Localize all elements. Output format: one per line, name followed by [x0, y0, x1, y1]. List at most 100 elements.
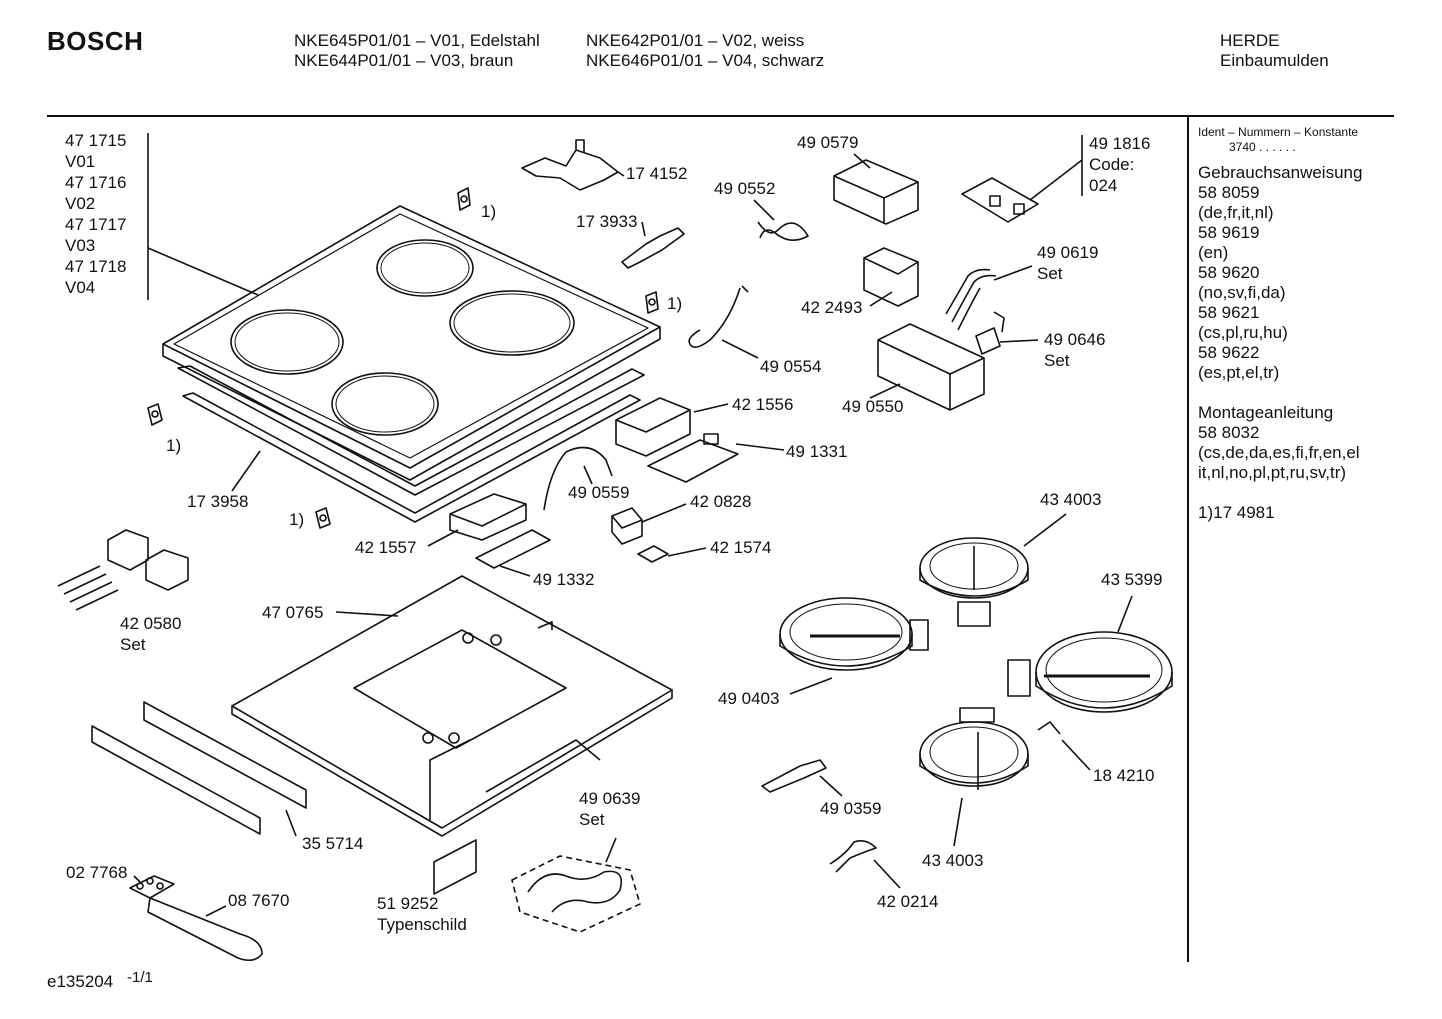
part-housing-490550	[877, 323, 985, 411]
part-heater-490639	[511, 855, 641, 933]
part-heater-490403	[779, 597, 929, 671]
model-line-1a: NKE645P01/01 – V01, Edelstahl	[294, 31, 540, 50]
label-490619: 49 0619	[1037, 243, 1099, 262]
leader-027768	[133, 875, 141, 883]
model-line-2a: NKE642P01/01 – V02, weiss	[586, 31, 805, 50]
label-434003-bottom: 43 4003	[922, 851, 984, 870]
leader-490646	[999, 339, 1039, 343]
label-490403: 49 0403	[718, 689, 780, 708]
sidebar-line: 58 8032	[1198, 423, 1260, 442]
seal-gasket	[177, 365, 645, 523]
leader-490552	[753, 199, 775, 221]
brand-logo: BOSCH	[47, 26, 144, 56]
label-519252-typenschild: Typenschild	[377, 915, 467, 934]
part-heater-435399	[1007, 631, 1173, 713]
part-sensor-173933	[621, 221, 685, 269]
label-490359: 49 0359	[820, 799, 882, 818]
leader-491332	[499, 565, 531, 577]
label-174152: 17 4152	[626, 164, 688, 183]
leader-470765	[335, 611, 399, 617]
part-plugset-420580	[57, 529, 189, 611]
sidebar-line: 58 9621	[1198, 303, 1260, 322]
part-board-491332	[475, 529, 551, 569]
part-base-tray-470765	[231, 575, 673, 837]
leader-422493	[869, 291, 893, 307]
variant-line: V04	[65, 278, 96, 297]
label-490646-set: Set	[1044, 351, 1070, 370]
part-board-491816	[961, 177, 1039, 223]
leader-421574	[667, 547, 707, 557]
label-420580: 42 0580	[120, 614, 182, 633]
part-typeplate-519252	[433, 839, 477, 895]
clip-3	[147, 403, 163, 426]
leader-420828	[641, 503, 687, 523]
leader-087670	[205, 905, 227, 917]
part-cable-490552	[757, 221, 809, 241]
part-board-491331	[647, 433, 739, 483]
variant-line: V03	[65, 236, 96, 255]
sidebar-line: (en)	[1198, 243, 1229, 262]
variant-line: V01	[65, 152, 96, 171]
ident-value: 3740 . . . . . .	[1229, 140, 1296, 154]
leader-434003-top	[1023, 513, 1067, 547]
clip-2	[645, 291, 659, 314]
part-spring-420214	[829, 840, 877, 873]
label-422493: 42 2493	[801, 298, 863, 317]
category-subtitle: Einbaumulden	[1220, 51, 1329, 70]
label-173958: 17 3958	[187, 492, 249, 511]
part-bracket-174152	[521, 139, 625, 191]
sidebar-line: (cs,de,da,es,fi,fr,en,el	[1198, 443, 1360, 462]
footnote-marker-3: 1)	[166, 436, 182, 455]
code-line: Code:	[1089, 155, 1135, 174]
part-switch-420828	[611, 507, 643, 545]
document-id: e135204	[47, 972, 114, 991]
part-module-421556	[615, 397, 691, 457]
variant-line: V02	[65, 194, 96, 213]
clip-1	[457, 187, 471, 211]
sidebar-line: 58 8059	[1198, 183, 1260, 202]
label-420214: 42 0214	[877, 892, 939, 911]
leader-434003-bottom	[953, 797, 963, 847]
label-470765: 47 0765	[262, 603, 324, 622]
footnote-marker-2: 1)	[667, 294, 683, 313]
model-line-1b: NKE644P01/01 – V03, braun	[294, 51, 514, 70]
leader-491331	[735, 443, 785, 451]
sidebar-line: 58 9619	[1198, 223, 1260, 242]
label-490646: 49 0646	[1044, 330, 1106, 349]
part-sensor-490359	[761, 759, 827, 793]
label-421556: 42 1556	[732, 395, 794, 414]
sidebar-line: 58 9622	[1198, 343, 1260, 362]
label-173933: 17 3933	[576, 212, 638, 231]
part-cable-490559	[543, 446, 613, 511]
variant-line: 47 1716	[65, 173, 127, 192]
code-line: 024	[1089, 176, 1118, 195]
label-491332: 49 1332	[533, 570, 595, 589]
leader-490550	[869, 383, 901, 399]
part-box-490579	[833, 159, 919, 225]
part-tool-027768	[129, 875, 263, 962]
leader-184210	[1061, 739, 1091, 771]
leader-421556	[693, 403, 729, 413]
label-490550: 49 0550	[842, 397, 904, 416]
leader-355714	[285, 809, 297, 837]
label-027768: 02 7768	[66, 863, 128, 882]
label-490619-set: Set	[1037, 264, 1063, 283]
label-491331: 49 1331	[786, 442, 848, 461]
part-rail-355714	[91, 701, 307, 835]
leader-490639	[605, 837, 617, 863]
label-087670: 08 7670	[228, 891, 290, 910]
header-divider	[47, 115, 1394, 117]
part-terminal-422493	[863, 247, 919, 307]
label-184210: 18 4210	[1093, 766, 1155, 785]
label-490639-set: Set	[579, 810, 605, 829]
page-indicator: -1/1	[127, 969, 153, 986]
label-490554: 49 0554	[760, 357, 822, 376]
footnote-marker-1: 1)	[481, 202, 497, 221]
sidebar-line: Gebrauchsanweisung	[1198, 163, 1363, 182]
leader-491816	[1029, 159, 1083, 201]
leader-490554	[721, 339, 759, 359]
cooktop-glass-panel	[162, 205, 661, 481]
